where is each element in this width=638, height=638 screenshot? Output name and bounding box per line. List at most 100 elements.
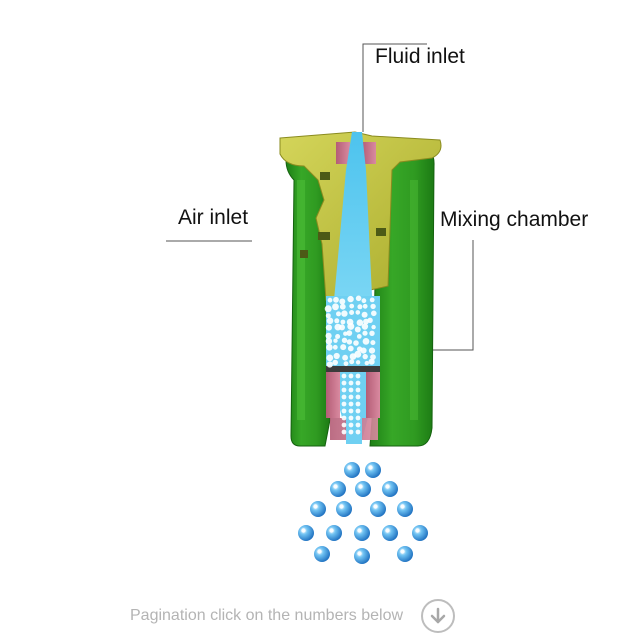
spray-droplet xyxy=(370,501,386,517)
bubble xyxy=(339,303,346,310)
bubble xyxy=(341,373,347,379)
bubble xyxy=(355,373,361,379)
pagination-next-button[interactable] xyxy=(421,599,456,633)
bubble xyxy=(347,345,354,352)
bubble xyxy=(355,380,361,386)
spray-droplet xyxy=(355,481,371,497)
bubble xyxy=(355,401,361,407)
bubble xyxy=(360,347,367,354)
bubble xyxy=(349,310,355,315)
air-inlet-label: Air inlet xyxy=(178,206,249,229)
bubble xyxy=(368,358,375,365)
bubble xyxy=(368,347,376,354)
bubble xyxy=(361,311,368,318)
bubble xyxy=(355,360,361,365)
bubble xyxy=(348,401,354,407)
bubble xyxy=(326,317,334,325)
spray-droplet xyxy=(354,525,370,541)
bubble xyxy=(333,338,338,343)
bubble xyxy=(341,408,347,414)
bubble xyxy=(332,359,339,366)
bubble xyxy=(362,303,368,309)
fluid-channel xyxy=(334,132,372,300)
bubble xyxy=(355,429,361,435)
bubble xyxy=(325,338,333,345)
bubble xyxy=(348,373,354,379)
bubble xyxy=(347,322,355,330)
chamber-bubbles xyxy=(324,295,377,435)
bubble xyxy=(370,340,376,346)
bubble xyxy=(340,319,346,325)
spray-droplet xyxy=(314,546,330,562)
bubble xyxy=(341,310,348,317)
bubble xyxy=(355,408,361,414)
bubble xyxy=(327,297,333,303)
bubble xyxy=(325,313,331,319)
bubble xyxy=(324,305,332,313)
bubble xyxy=(348,380,354,386)
bubble xyxy=(355,394,361,400)
spray-droplet xyxy=(344,462,360,478)
inlet-seal-right xyxy=(362,142,376,164)
bubble xyxy=(369,330,375,336)
bubble xyxy=(355,422,361,428)
bubble xyxy=(340,344,347,351)
spray-droplet xyxy=(330,481,346,497)
bubble xyxy=(349,303,355,309)
pagination-text: Pagination click on the numbers below xyxy=(130,607,404,624)
spray-droplet xyxy=(412,525,428,541)
spray-droplet xyxy=(397,501,413,517)
bubble xyxy=(349,359,355,365)
spray-droplet xyxy=(365,462,381,478)
spray-droplet xyxy=(310,501,326,517)
bubble xyxy=(326,361,333,368)
bubble xyxy=(341,422,347,428)
bubble xyxy=(341,415,347,421)
fluid-inlet-label: Fluid inlet xyxy=(375,45,465,68)
bubble xyxy=(333,352,340,360)
outlet-seal-right xyxy=(366,372,380,418)
bubble xyxy=(353,340,359,346)
bubble xyxy=(357,304,363,310)
pagination-bar: Pagination click on the numbers below xyxy=(130,598,456,634)
bubble xyxy=(362,330,368,336)
bubble xyxy=(361,323,369,330)
bubble xyxy=(341,429,347,435)
bubble xyxy=(341,387,347,393)
bubble xyxy=(362,338,370,345)
bubble xyxy=(371,310,377,317)
bubble xyxy=(355,415,361,421)
bubble xyxy=(361,298,367,304)
bubble xyxy=(333,296,339,303)
spray-droplet xyxy=(354,548,370,564)
bubble xyxy=(356,319,364,327)
bubble xyxy=(332,303,339,311)
bubble xyxy=(335,334,341,339)
bubble xyxy=(356,334,362,339)
bubble xyxy=(341,337,348,343)
bubble xyxy=(326,354,334,362)
bubble xyxy=(347,295,354,303)
fluid-inlet-leader-line xyxy=(362,43,427,132)
bubble xyxy=(364,360,369,366)
bubble xyxy=(348,394,354,400)
inlet-seal-left xyxy=(336,142,350,164)
spray-droplet xyxy=(382,525,398,541)
bubble xyxy=(326,344,333,351)
bubble xyxy=(348,429,354,435)
bubble xyxy=(325,332,332,339)
bubble xyxy=(339,298,346,305)
bubble xyxy=(369,297,375,303)
outlet-seal-left xyxy=(326,372,340,418)
bubble xyxy=(354,326,361,333)
spray-droplet xyxy=(397,546,413,562)
bubble xyxy=(355,387,361,393)
bubble xyxy=(342,354,348,361)
bubble xyxy=(348,408,354,414)
bubble xyxy=(332,344,338,350)
bubble xyxy=(341,401,347,407)
bubble xyxy=(348,415,354,421)
bubble xyxy=(355,295,362,302)
